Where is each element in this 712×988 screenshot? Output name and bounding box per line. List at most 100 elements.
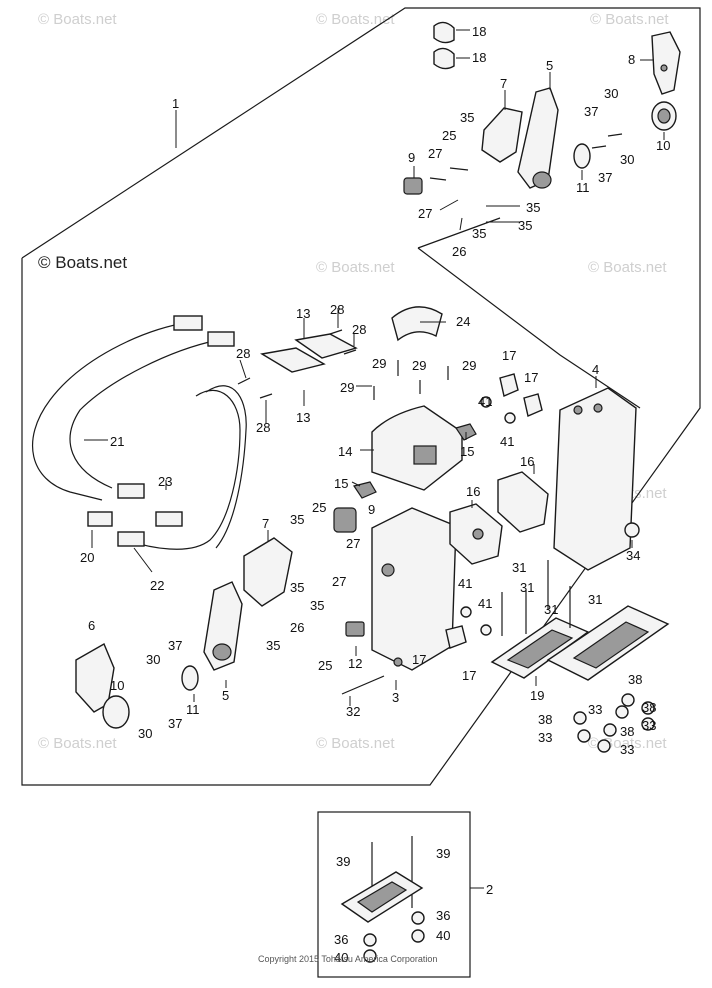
callout: 7 [500,76,507,91]
callout: 10 [656,138,670,153]
callout: 11 [576,180,590,195]
subkit-boundary [317,811,471,978]
callout: 38 [628,672,642,687]
callout: 33 [620,742,634,757]
callout: 33 [642,718,656,733]
callout: 6 [88,618,95,633]
callout: 10 [110,678,124,693]
callout: 25 [312,500,326,515]
callout: 29 [412,358,426,373]
callout: 41 [458,576,472,591]
callout: 24 [456,314,470,329]
callout: 41 [500,434,514,449]
gasket-part [490,617,590,679]
callout: 26 [290,620,304,635]
callout: 29 [372,356,386,371]
cover-part [481,107,523,163]
callout: 31 [544,602,558,617]
watermark: © Boats.net [588,259,667,276]
callout: 17 [502,348,516,363]
watermark: © Boats.net [38,253,127,272]
callout: 38 [620,724,634,739]
callout: 17 [462,668,476,683]
callout: 1 [172,96,179,111]
callout: 30 [620,152,634,167]
callout: 8 [628,52,635,67]
fastener-parts [237,133,655,963]
watermark: © Boats.net [38,735,117,752]
callout: 28 [256,420,270,435]
callout: 27 [428,146,442,161]
callout: 21 [110,434,124,449]
callout: 31 [520,580,534,595]
callout: 18 [472,24,486,39]
callout: 30 [138,726,152,741]
callout: 13 [296,410,310,425]
callout: 27 [346,536,360,551]
callout: 15 [334,476,348,491]
cap-part [433,21,455,70]
callout: 31 [588,592,602,607]
callout: 25 [442,128,456,143]
callout: 38 [538,712,552,727]
bracket-part [260,333,358,373]
callout: 36 [436,908,450,923]
block-part [333,507,357,533]
callout: 12 [348,656,362,671]
callout: 31 [512,560,526,575]
callout: 35 [460,110,474,125]
callout: 19 [530,688,544,703]
callout: 32 [346,704,360,719]
callout: 37 [598,170,612,185]
callout: 3 [392,690,399,705]
callout: 35 [310,598,324,613]
ring-part [181,665,199,691]
callout: 27 [418,206,432,221]
callout: 41 [478,596,492,611]
callouts: 1 2 3 4 5 5 6 7 7 8 9 9 10 10 11 11 12 1… [80,24,670,965]
callout: 35 [290,512,304,527]
handle-part [651,31,681,95]
callout: 38 [642,700,656,715]
callout: 26 [452,244,466,259]
shield-part [391,306,443,342]
callout: 34 [626,548,640,563]
callout: 36 [334,932,348,947]
housing-part [371,405,463,491]
callout: 23 [158,474,172,489]
callout: 14 [338,444,352,459]
callout: 5 [222,688,229,703]
callout: 28 [330,302,344,317]
callout: 28 [236,346,250,361]
arm-part [517,87,559,189]
callout: 9 [368,502,375,517]
callout: 37 [584,104,598,119]
knob-part [102,695,130,729]
callout: 29 [340,380,354,395]
stop-part [445,373,543,649]
callout: 25 [318,658,332,673]
watermark: © Boats.net [590,11,669,28]
callout: 35 [472,226,486,241]
callout: 27 [332,574,346,589]
arm-part [203,581,243,671]
plate-part [449,471,549,565]
callout: 11 [186,702,200,717]
callout: 35 [266,638,280,653]
callout: 28 [352,322,366,337]
leader-lines [84,29,665,889]
callout: 15 [460,444,474,459]
callout: 29 [462,358,476,373]
cover-part [243,537,293,607]
callout: 20 [80,550,94,565]
callout: 35 [526,200,540,215]
knob-part [651,101,677,131]
callout: 35 [290,580,304,595]
callout: 17 [412,652,426,667]
callout: 37 [168,638,182,653]
callout: 30 [604,86,618,101]
callout: 2 [486,882,493,897]
callout: 35 [518,218,532,233]
copyright-text: Copyright 2015 Tohatsu America Corporati… [258,954,437,964]
ring-part [573,143,591,169]
